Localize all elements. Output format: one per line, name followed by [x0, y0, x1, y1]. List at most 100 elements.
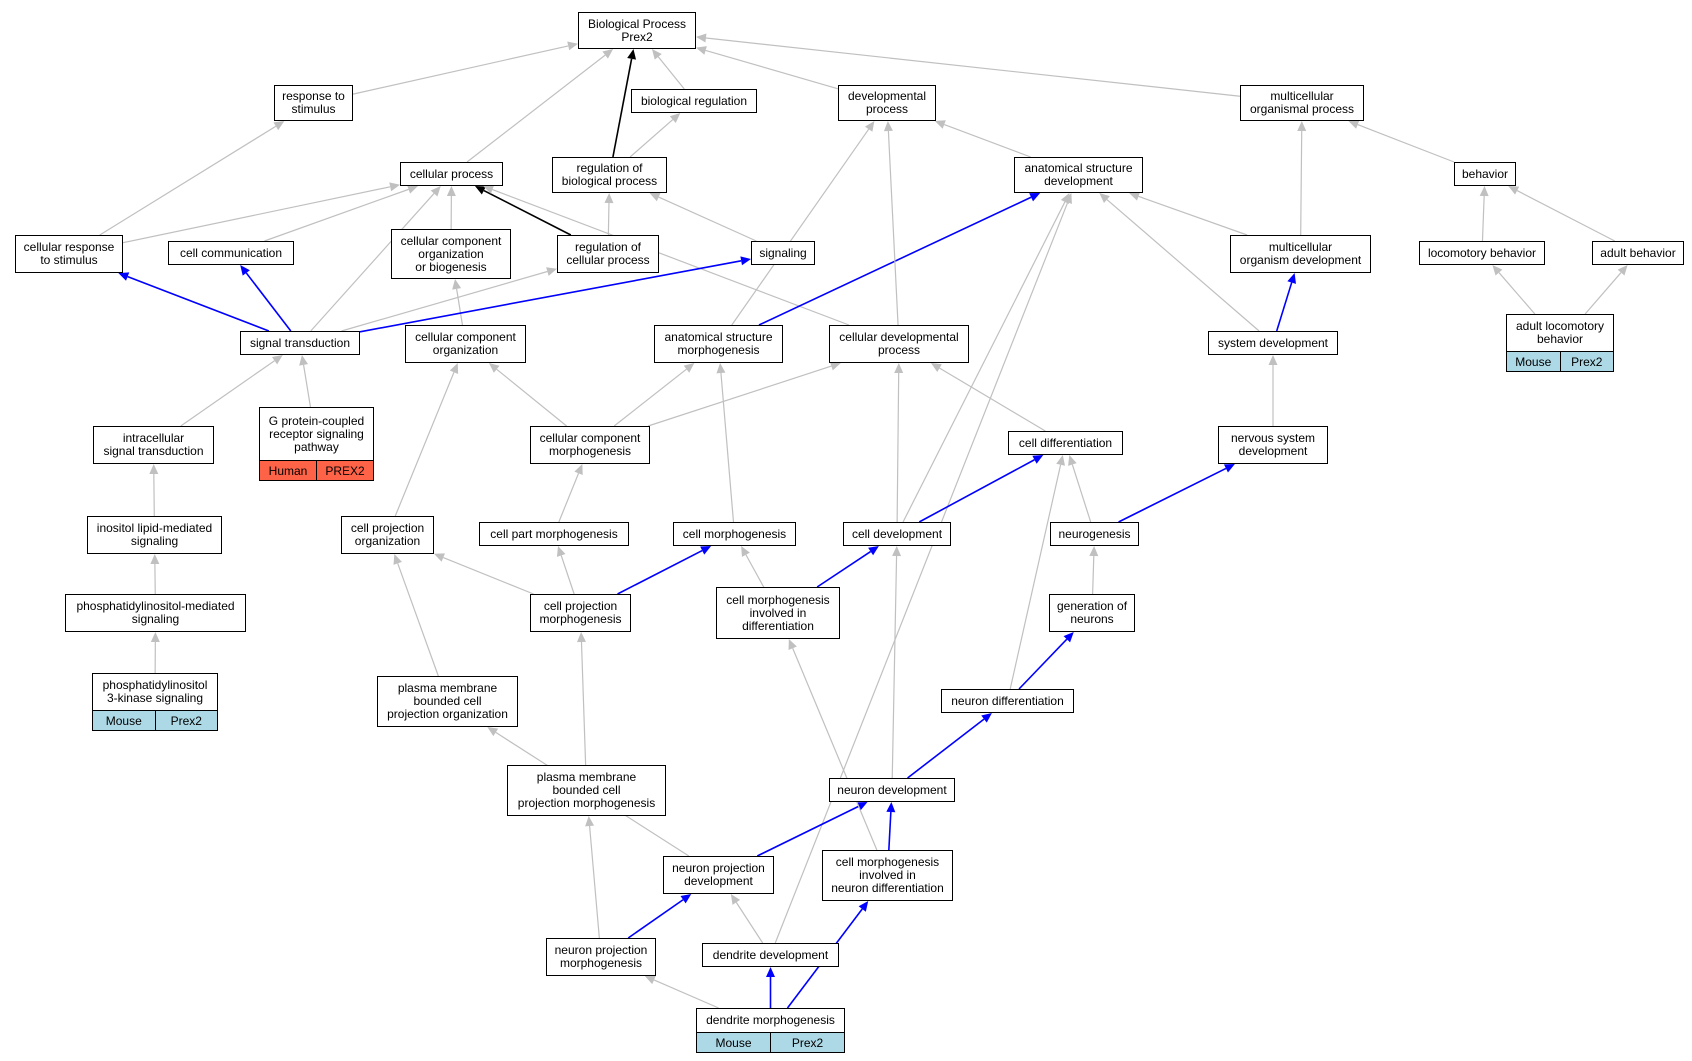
node-cellular-component-organization-or-biogenesis[interactable]: cellular component organization or bioge…	[391, 229, 511, 279]
node-intracellular-signal-transduction[interactable]: intracellular signal transduction	[93, 426, 214, 464]
node-g-protein-coupled-receptor-signaling-pathway[interactable]: G protein-coupled receptor signaling pat…	[259, 407, 374, 481]
edge-arrowhead-multidev-to-anatdev	[1129, 192, 1141, 201]
edge-line-celldev-to-anatdev	[902, 201, 1066, 523]
node-behavior[interactable]: behavior	[1454, 162, 1516, 186]
edge-arrowhead-adultloco-to-adultbeh	[1617, 265, 1628, 276]
node-adult-behavior[interactable]: adult behavior	[1592, 241, 1684, 265]
edge-line-locobeh-to-behavior	[1481, 195, 1485, 242]
edge-line-neurogen-to-celldiff	[1071, 464, 1092, 523]
edge-line-cpo-to-cco	[394, 372, 455, 517]
edge-arrowhead-sigtrans-to-regcell	[546, 267, 557, 276]
edge-line-cmid-to-cellmorph	[745, 554, 765, 588]
node-neuron-projection-development[interactable]: neuron projection development	[663, 856, 774, 894]
edge-line-anatdev-to-devproc	[944, 123, 1031, 158]
node-dendrite-development[interactable]: dendrite development	[702, 943, 839, 967]
edge-arrowhead-genneur-to-neurogen	[1089, 546, 1099, 557]
edge-line-cmind-to-cmid	[792, 647, 878, 851]
node-locomotory-behavior[interactable]: locomotory behavior	[1419, 241, 1545, 265]
node-anatomical-structure-morphogenesis[interactable]: anatomical structure morphogenesis	[654, 325, 783, 363]
edge-arrowhead-neurdiff-to-genneur	[1063, 632, 1074, 643]
node-cellular-developmental-process[interactable]: cellular developmental process	[829, 325, 969, 363]
edge-arrowhead-cpm-to-cellmorph	[700, 546, 712, 555]
node-neuron-projection-morphogenesis[interactable]: neuron projection morphogenesis	[546, 938, 656, 976]
node-biological-process[interactable]: Biological Process Prex2	[578, 12, 696, 49]
edge-arrowhead-cmind-to-neurdev	[886, 802, 896, 813]
node-label: multicellular organismal process	[1249, 89, 1355, 116]
edge-arrowhead-cmind-to-cmid	[788, 639, 797, 650]
node-neuron-differentiation[interactable]: neuron differentiation	[941, 689, 1074, 713]
edge-arrowhead-neurogen-to-nsdev	[1223, 464, 1235, 473]
edge-line-bioreg-to-bp	[657, 56, 685, 90]
edge-line-npm-to-pmbcpm	[588, 825, 600, 939]
node-cell-part-morphogenesis[interactable]: cell part morphogenesis	[479, 522, 629, 546]
edge-line-npm-to-npd	[627, 899, 684, 939]
node-cell-communication[interactable]: cell communication	[168, 241, 294, 265]
node-regulation-of-biological-process[interactable]: regulation of biological process	[552, 157, 667, 193]
node-response-to-stimulus[interactable]: response to stimulus	[274, 85, 353, 121]
edge-line-adultloco-to-locobeh	[1498, 272, 1536, 315]
edge-arrowhead-ccob-to-cellproc	[446, 186, 456, 197]
edge-arrowhead-regbio-to-bioreg	[669, 113, 681, 123]
node-cellular-component-organization[interactable]: cellular component organization	[405, 325, 526, 363]
node-inositol-lipid-mediated-signaling[interactable]: inositol lipid-mediated signaling	[87, 516, 222, 554]
node-biological-regulation[interactable]: biological regulation	[631, 89, 757, 113]
node-neuron-development[interactable]: neuron development	[829, 778, 955, 802]
node-label: cell morphogenesis involved in different…	[726, 592, 830, 633]
node-cellular-response-to-stimulus[interactable]: cellular response to stimulus	[15, 235, 123, 273]
node-label: cell development	[851, 526, 943, 541]
edge-line-signaling-to-regbio	[658, 196, 757, 242]
node-label: anatomical structure development	[1024, 161, 1133, 188]
edge-arrowhead-npm-to-npd	[680, 894, 692, 904]
node-plasma-membrane-bounded-cell-projection-morphogenesis[interactable]: plasma membrane bounded cell projection …	[507, 765, 666, 816]
edge-arrowhead-sysdev-to-anatdev	[1099, 193, 1110, 203]
node-signal-transduction[interactable]: signal transduction	[240, 331, 360, 355]
edge-line-sigtrans-to-cellcomm	[245, 272, 292, 332]
edge-arrowhead-neurdev-to-neurdiff	[981, 713, 992, 723]
edge-line-cellproc-to-bp	[466, 54, 606, 163]
node-nervous-system-development[interactable]: nervous system development	[1218, 426, 1328, 464]
edge-arrowhead-adultloco-to-locobeh	[1492, 265, 1503, 276]
node-developmental-process[interactable]: developmental process	[838, 85, 936, 121]
edge-line-sigtrans-to-signaling	[359, 260, 742, 333]
node-cell-projection-morphogenesis[interactable]: cell projection morphogenesis	[530, 594, 631, 632]
node-label: cellular response to stimulus	[23, 240, 115, 267]
edge-line-cellresp-to-resp	[99, 125, 277, 236]
node-multicellular-organism-development[interactable]: multicellular organism development	[1230, 235, 1371, 273]
node-signaling[interactable]: signaling	[751, 241, 815, 265]
edge-arrowhead-regbio-to-bp	[627, 49, 637, 60]
edge-arrowhead-regcell-to-regbio	[604, 193, 614, 204]
node-cell-morphogenesis-involved-in-neuron-differentiation[interactable]: cell morphogenesis involved in neuron di…	[822, 850, 953, 901]
node-system-development[interactable]: system development	[1208, 331, 1338, 355]
edge-line-dendev-to-anatdev	[774, 202, 1069, 944]
node-label: plasma membrane bounded cell projection …	[517, 770, 656, 810]
edge-arrowhead-cco-to-ccob	[452, 279, 462, 290]
edge-line-celldev-to-celldiff	[918, 459, 1035, 523]
edge-arrowhead-celldev-to-celldiff	[1032, 455, 1044, 464]
edge-line-genneur-to-neurogen	[1092, 555, 1095, 595]
node-label: nervous system development	[1230, 431, 1316, 458]
node-cellular-process[interactable]: cellular process	[400, 162, 503, 186]
node-label: adult behavior	[1600, 245, 1676, 260]
node-phosphatidylinositol-mediated-signaling[interactable]: phosphatidylinositol-mediated signaling	[65, 594, 246, 632]
node-label: neuron development	[837, 782, 947, 797]
node-multicellular-organismal-process[interactable]: multicellular organismal process	[1240, 85, 1364, 121]
node-cell-projection-organization[interactable]: cell projection organization	[341, 516, 434, 554]
edge-line-dendev-to-npd	[735, 902, 764, 944]
edge-arrowhead-cellresp-to-resp	[273, 121, 285, 131]
node-cell-differentiation[interactable]: cell differentiation	[1008, 431, 1123, 455]
node-cell-morphogenesis-involved-in-differentiation[interactable]: cell morphogenesis involved in different…	[716, 587, 840, 639]
node-cell-morphogenesis[interactable]: cell morphogenesis	[673, 522, 796, 546]
node-cell-development[interactable]: cell development	[843, 522, 951, 546]
edge-arrowhead-celldev-to-celldevproc	[894, 363, 904, 374]
edge-line-ccmorph-to-anatmorph	[613, 368, 687, 427]
node-anatomical-structure-development[interactable]: anatomical structure development	[1014, 157, 1143, 193]
node-generation-of-neurons[interactable]: generation of neurons	[1049, 594, 1135, 632]
node-plasma-membrane-bounded-cell-projection-organization[interactable]: plasma membrane bounded cell projection …	[377, 676, 518, 727]
edge-arrowhead-behavior-to-multiproc	[1348, 120, 1360, 129]
node-cellular-component-morphogenesis[interactable]: cellular component morphogenesis	[530, 426, 650, 464]
node-regulation-of-cellular-process[interactable]: regulation of cellular process	[557, 235, 659, 273]
node-neurogenesis[interactable]: neurogenesis	[1050, 522, 1139, 546]
